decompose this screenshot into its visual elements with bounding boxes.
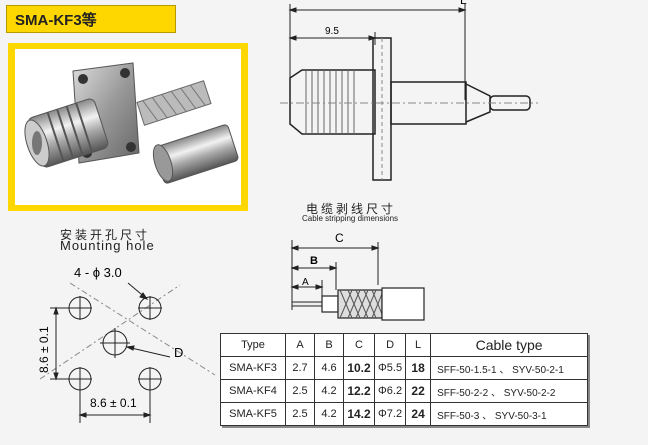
product-photo-frame xyxy=(8,43,248,211)
dim-b-label: B xyxy=(310,255,318,267)
cell-d: Φ7.2 xyxy=(373,402,407,426)
dim-9-5-label: 9.5 xyxy=(325,26,339,37)
cell-d: Φ6.2 xyxy=(373,379,407,403)
header-cable-type: Cable type xyxy=(430,333,589,357)
cell-l: 22 xyxy=(405,379,432,403)
holes-dimension-label: 4 - ϕ 3.0 xyxy=(74,265,122,280)
header-d: D xyxy=(373,333,407,357)
cell-type: SMA-KF5 xyxy=(220,402,286,426)
mounting-caption-cn: 安装开孔尺寸 xyxy=(60,228,151,242)
product-title: SMA-KF3等 xyxy=(6,5,176,33)
header-type: Type xyxy=(220,333,286,357)
spec-table: Type A B C D L Cable type SMA-KF3 2.7 4.… xyxy=(220,333,589,426)
cell-l: 18 xyxy=(405,356,432,380)
table-header-row: Type A B C D L Cable type xyxy=(220,333,589,357)
mounting-caption-en: Mounting hole xyxy=(60,238,155,253)
cell-cable: SFF-50-1.5-1 、 SYV-50-2-1 xyxy=(430,356,589,380)
cell-l: 24 xyxy=(405,402,432,426)
table-row: SMA-KF3 2.7 4.6 10.2 Φ5.5 18 SFF-50-1.5-… xyxy=(220,356,589,380)
header-a: A xyxy=(285,333,315,357)
cell-a: 2.5 xyxy=(285,402,315,426)
header-c: C xyxy=(343,333,375,357)
mounting-hole-diagram: 4 - ϕ 3.0 D 8.6 ± 0.1 8.6 ± 0.1 xyxy=(37,265,216,423)
cell-type: SMA-KF4 xyxy=(220,379,286,403)
cell-b: 4.6 xyxy=(314,356,344,380)
header-l: L xyxy=(405,333,432,357)
cell-d: Φ5.5 xyxy=(373,356,407,380)
stripping-caption-cn: 电缆剥线尺寸 xyxy=(306,202,397,216)
table-row: SMA-KF4 2.5 4.2 12.2 Φ6.2 22 SFF-50-2-2 … xyxy=(220,379,589,403)
cell-cable: SFF-50-3 、 SYV-50-3-1 xyxy=(430,402,589,426)
cell-b: 4.2 xyxy=(314,379,344,403)
length-label: L xyxy=(460,0,467,7)
header-b: B xyxy=(314,333,344,357)
cell-a: 2.7 xyxy=(285,356,315,380)
cell-a: 2.5 xyxy=(285,379,315,403)
vertical-dimension-label: 8.6 ± 0.1 xyxy=(37,326,51,373)
connector-illustration xyxy=(24,62,239,184)
stripping-caption-en: Cable stripping dimensions xyxy=(302,214,399,223)
diameter-d-label: D xyxy=(174,345,183,360)
cell-c: 14.2 xyxy=(343,402,375,426)
cell-c: 12.2 xyxy=(343,379,375,403)
cell-c: 10.2 xyxy=(343,356,375,380)
cell-b: 4.2 xyxy=(314,402,344,426)
dim-c-label: C xyxy=(335,231,344,245)
cell-cable: SFF-50-2-2 、 SYV-50-2-2 xyxy=(430,379,589,403)
table-row: SMA-KF5 2.5 4.2 14.2 Φ7.2 24 SFF-50-3 、 … xyxy=(220,402,589,426)
product-title-text: SMA-KF3等 xyxy=(15,11,97,29)
dim-a-label: A xyxy=(302,277,309,288)
product-photo xyxy=(15,49,241,205)
connector-side-view: L 9.5 xyxy=(280,0,538,181)
cable-stripping-diagram: C B A xyxy=(290,231,425,321)
horizontal-dimension-label: 8.6 ± 0.1 xyxy=(90,396,137,410)
cell-type: SMA-KF3 xyxy=(220,356,286,380)
